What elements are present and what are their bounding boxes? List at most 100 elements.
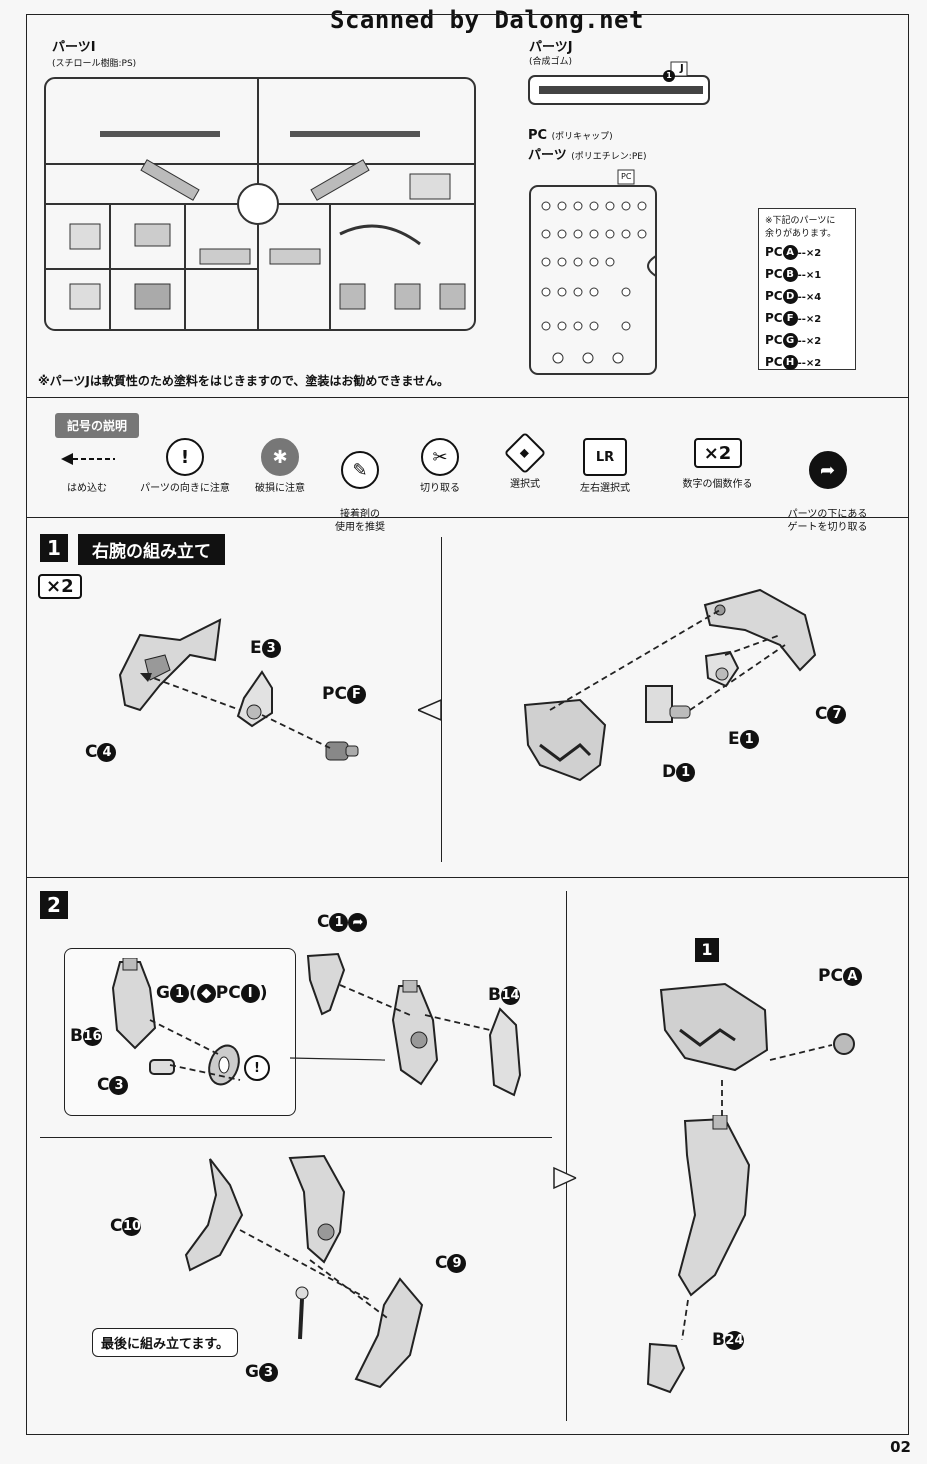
parts-j-material: (合成ゴム) [529, 57, 573, 67]
parts-i-section: パーツI (スチロール樹脂:PS) [40, 36, 490, 336]
part-pca-diagram [833, 1033, 855, 1055]
label-num: 4 [97, 742, 117, 762]
step2-inset-lines [149, 1019, 241, 1081]
step1-subassembly-diagram [523, 698, 607, 782]
step2-inset-connector [290, 1057, 386, 1061]
legend-label: 破損に注意 [255, 483, 305, 494]
subassembly-1-badge: 1 [695, 938, 719, 962]
extra-row-prefix: PC [765, 333, 783, 347]
page-number: 02 [890, 1438, 911, 1456]
extra-row-qty: --×4 [797, 292, 822, 303]
part-c1-diagram [306, 952, 346, 1016]
extra-row-letter: H [782, 355, 798, 370]
label-prefix: D [662, 762, 677, 782]
label-num: 10 [122, 1216, 142, 1236]
divider [26, 877, 909, 878]
dashed-arrow-icon [61, 453, 115, 465]
divider [26, 397, 909, 398]
label-paren: ( [188, 983, 197, 1003]
label-num: 1 [169, 983, 189, 1003]
label-prefix: B [70, 1026, 83, 1046]
label-prefix: E [728, 729, 740, 749]
assemble-last-callout: 最後に組み立てます。 [92, 1328, 239, 1357]
label-prefix: B [488, 985, 501, 1005]
part-e3-diagram [236, 670, 273, 728]
label-prefix: C [317, 912, 330, 932]
label-prefix: PC [818, 966, 843, 986]
label-prefix: G [245, 1362, 259, 1382]
gate-icon: ➦ [348, 912, 368, 932]
step1-number: 1 [40, 534, 68, 562]
label-num: 14 [500, 985, 520, 1005]
select-glyph: ◆ [520, 445, 530, 460]
label-paren: ) [259, 983, 268, 1003]
label-num: 1 [739, 729, 759, 749]
extra-heading-2: 余りがあります。 [765, 229, 837, 239]
extra-row-qty: --×2 [797, 248, 822, 259]
glue-icon: ✎ [341, 451, 379, 489]
legend-item-select: ◆ 選択式 [490, 431, 560, 491]
pc-title-line1-sub: (ポリキャップ) [551, 132, 613, 142]
legend-item-cut: ✂ 切り取る [405, 438, 475, 495]
label-b16: B16 [70, 1026, 102, 1046]
page-frame [26, 14, 909, 1435]
extra-row-qty: --×1 [797, 270, 822, 281]
runner-i-diagram [44, 77, 476, 331]
part-b14-diagram [488, 1007, 522, 1097]
lr-select-icon: LR [583, 438, 627, 476]
pc-title-line1: PC [528, 128, 548, 143]
label-num: A [842, 966, 862, 986]
label-prefix: E [250, 638, 262, 658]
legend-label: 数字の個数作る [682, 479, 753, 490]
label-num: 1 [676, 762, 696, 782]
legend-label: 切り取る [420, 483, 460, 494]
parts-j-title: パーツJ [529, 40, 573, 55]
part-c10-diagram [184, 1158, 244, 1272]
parts-pc-section: PC (ポリキャップ) パーツ (ポリエチレン:PE) PC [528, 128, 668, 378]
legend-label: 左右選択式 [580, 483, 630, 494]
part-d1-diagram [645, 685, 691, 723]
label-b14: B14 [488, 985, 520, 1005]
extra-heading-1: ※下記のパーツに [765, 216, 836, 226]
legend-item-multiply: ×2 数字の個数作る [675, 438, 760, 491]
label-num: 9 [447, 1253, 467, 1273]
part-pcf-diagram [325, 741, 359, 761]
label-b24: B24 [712, 1330, 744, 1350]
extra-row-prefix: PC [765, 355, 783, 369]
label-prefix: B [712, 1330, 725, 1350]
part-g1-diagram [208, 1044, 240, 1086]
step1b-assembly-lines [549, 609, 786, 711]
extra-row-letter: G [782, 333, 798, 348]
step1-arrow-notch [418, 698, 442, 722]
label-num: 16 [82, 1026, 102, 1046]
exclamation-icon: ! [244, 1055, 270, 1081]
parts-pc-tag: PC [621, 172, 632, 181]
extra-row-prefix: PC [765, 245, 783, 259]
pc-title-line2-sub: (ポリエチレン:PE) [571, 152, 647, 162]
gate-icon: ➦ [808, 451, 847, 489]
step2-shoulder-diagram [659, 982, 769, 1072]
scanned-watermark: Scanned by Dalong.net [330, 6, 644, 34]
extra-row-prefix: PC [765, 289, 783, 303]
legend-label: 接着剤の 使用を推奨 [335, 509, 385, 533]
part-b24-diagram [646, 1342, 686, 1394]
label-c10: C10 [110, 1216, 142, 1236]
extra-row-letter: A [782, 245, 798, 260]
step2-arm-diagram [677, 1115, 751, 1297]
label-num: 7 [827, 704, 847, 724]
x2-icon: ×2 [693, 438, 742, 468]
parts-j-num: 1 [663, 70, 675, 82]
part-c3-diagram [149, 1059, 175, 1075]
